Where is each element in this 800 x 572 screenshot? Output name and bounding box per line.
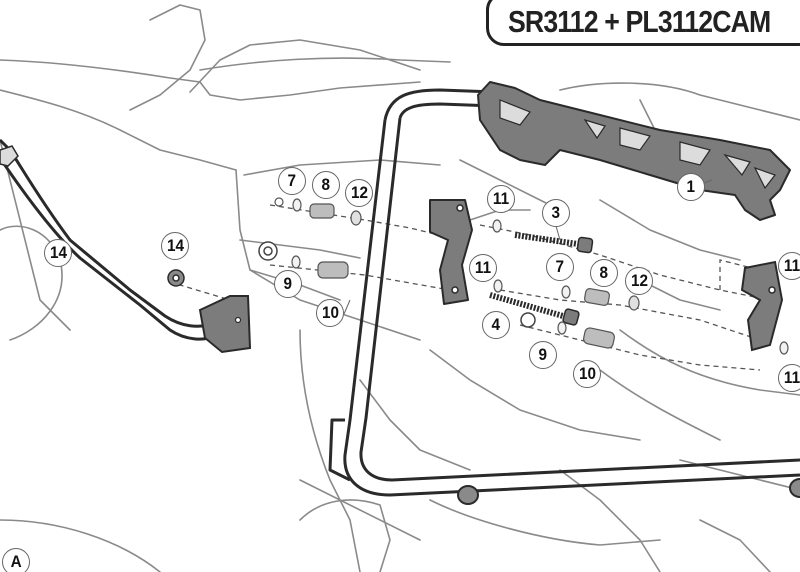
frame-bushings	[457, 478, 800, 505]
left-rail-end	[0, 145, 19, 167]
callout-label: 11	[783, 368, 800, 387]
left-rail	[0, 138, 216, 341]
plate-holes	[451, 204, 464, 294]
callout-part-14-left: 14	[44, 239, 72, 267]
bolt-4	[489, 292, 580, 326]
right-plate	[740, 260, 784, 352]
callout-part-12-left: 12	[345, 179, 373, 207]
callout-part-8-right: 8	[590, 259, 618, 287]
callout-label: 12	[350, 183, 368, 202]
top-bracket	[477, 81, 791, 221]
callout-part-10-left: 10	[316, 299, 344, 327]
mounting-plate	[429, 199, 473, 305]
callout-label: 9	[283, 274, 293, 293]
motorcycle-outline	[0, 4, 800, 572]
callout-part-11-mid: 11	[469, 254, 497, 282]
callout-label: 8	[599, 263, 609, 282]
callout-part-11-right-bottom: 11	[778, 364, 800, 392]
callout-label: 12	[630, 271, 648, 290]
callout-part-11-top: 11	[487, 185, 515, 213]
callout-label: 14	[166, 236, 184, 255]
callout-label: 11	[783, 256, 800, 275]
spacers	[309, 203, 616, 349]
left-rail-bracket	[198, 295, 252, 354]
callout-part-11-right-top: 11	[778, 252, 800, 280]
callout-part-10-right: 10	[573, 360, 601, 388]
callout-label: 11	[474, 258, 492, 277]
leader-lines	[343, 179, 713, 375]
callout-part-4: 4	[482, 311, 510, 339]
side-frame	[328, 88, 800, 497]
washers	[291, 198, 789, 355]
callout-label: 8	[321, 175, 331, 194]
kit-title: SR3112 + PL3112CAM	[508, 4, 771, 39]
callout-part-8-left: 8	[312, 171, 340, 199]
top-bracket-cutouts	[499, 99, 776, 190]
title-box	[486, 0, 800, 46]
callout-label: 7	[287, 171, 297, 190]
lock-washers	[350, 210, 640, 311]
callout-label: 9	[538, 345, 548, 364]
callout-part-7-left: 7	[278, 167, 306, 195]
callout-label: 14	[49, 243, 67, 262]
callout-detail-a: A	[2, 548, 30, 572]
callout-label: 11	[492, 189, 510, 208]
bolt-3	[514, 232, 594, 254]
callout-part-9-left: 9	[274, 270, 302, 298]
callout-label: 10	[321, 303, 339, 322]
right-plate-hole	[768, 286, 776, 294]
callout-part-7-right: 7	[546, 253, 574, 281]
callout-label: A	[10, 552, 22, 571]
callout-label: 4	[491, 315, 501, 334]
callout-label: 7	[555, 257, 565, 276]
callout-part-9-right: 9	[529, 341, 557, 369]
callout-label: 1	[686, 177, 696, 196]
callout-part-1: 1	[677, 173, 705, 201]
callout-part-14-right: 14	[161, 232, 189, 260]
grommet	[258, 241, 563, 328]
left-bracket-hole	[234, 316, 242, 324]
callout-label: 3	[551, 203, 561, 222]
callout-part-3: 3	[542, 199, 570, 227]
bolt-head-detail	[274, 197, 284, 207]
left-nut	[167, 269, 185, 287]
callout-label: 10	[578, 364, 596, 383]
callout-part-12-right: 12	[625, 267, 653, 295]
